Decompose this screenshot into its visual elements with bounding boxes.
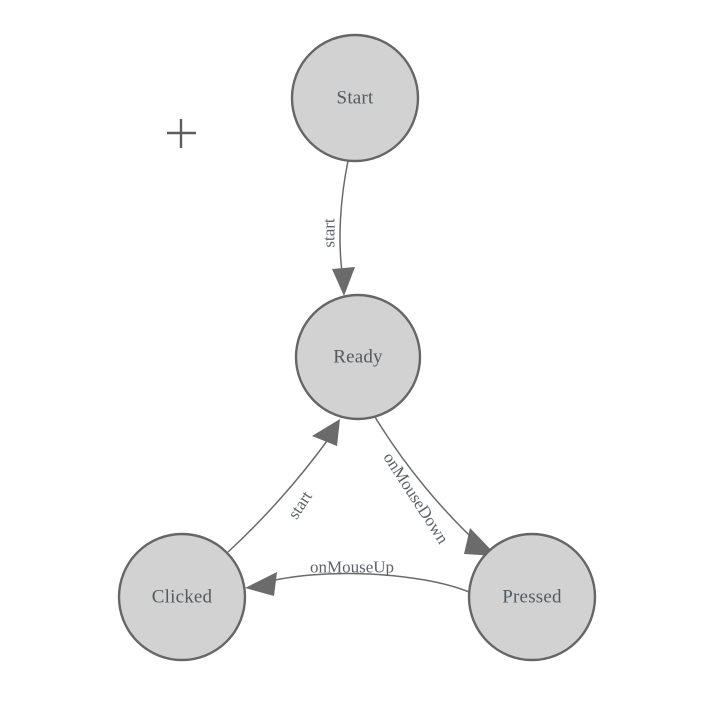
edge-ready-to-pressed-label: onMouseDown (379, 449, 452, 548)
node-start[interactable]: Start (290, 33, 420, 163)
node-ready[interactable]: Ready (294, 293, 422, 421)
edge-start-to-ready-arrowhead (332, 267, 355, 296)
edge-pressed-to-clicked-path (262, 572, 470, 593)
node-ready-label: Ready (333, 347, 383, 368)
edge-pressed-to-clicked[interactable]: onMouseUp (245, 558, 470, 597)
node-clicked-circle (117, 532, 247, 662)
node-clicked[interactable]: Clicked (117, 532, 247, 662)
plus-marker-icon[interactable] (167, 119, 196, 148)
node-ready-circle (294, 293, 422, 421)
edge-clicked-to-ready-path (227, 440, 328, 553)
edge-ready-to-pressed-arrowhead (464, 528, 497, 556)
edge-pressed-to-clicked-label: onMouseUp (310, 558, 394, 577)
edge-clicked-to-ready[interactable]: start (227, 419, 340, 553)
edge-start-to-ready[interactable]: start (320, 160, 356, 296)
edge-start-to-ready-path (339, 160, 349, 273)
node-start-label: Start (337, 88, 374, 109)
node-clicked-label: Clicked (152, 587, 213, 608)
edge-clicked-to-ready-arrowhead (312, 419, 340, 446)
node-pressed-label: Pressed (502, 587, 562, 608)
edge-pressed-to-clicked-arrowhead (245, 572, 277, 596)
node-start-circle (290, 33, 420, 163)
edge-clicked-to-ready-label: start (284, 487, 316, 522)
node-pressed-circle (467, 532, 597, 662)
node-pressed[interactable]: Pressed (467, 532, 597, 662)
edge-ready-to-pressed[interactable]: onMouseDown (374, 416, 497, 556)
edge-start-to-ready-label: start (320, 218, 339, 248)
